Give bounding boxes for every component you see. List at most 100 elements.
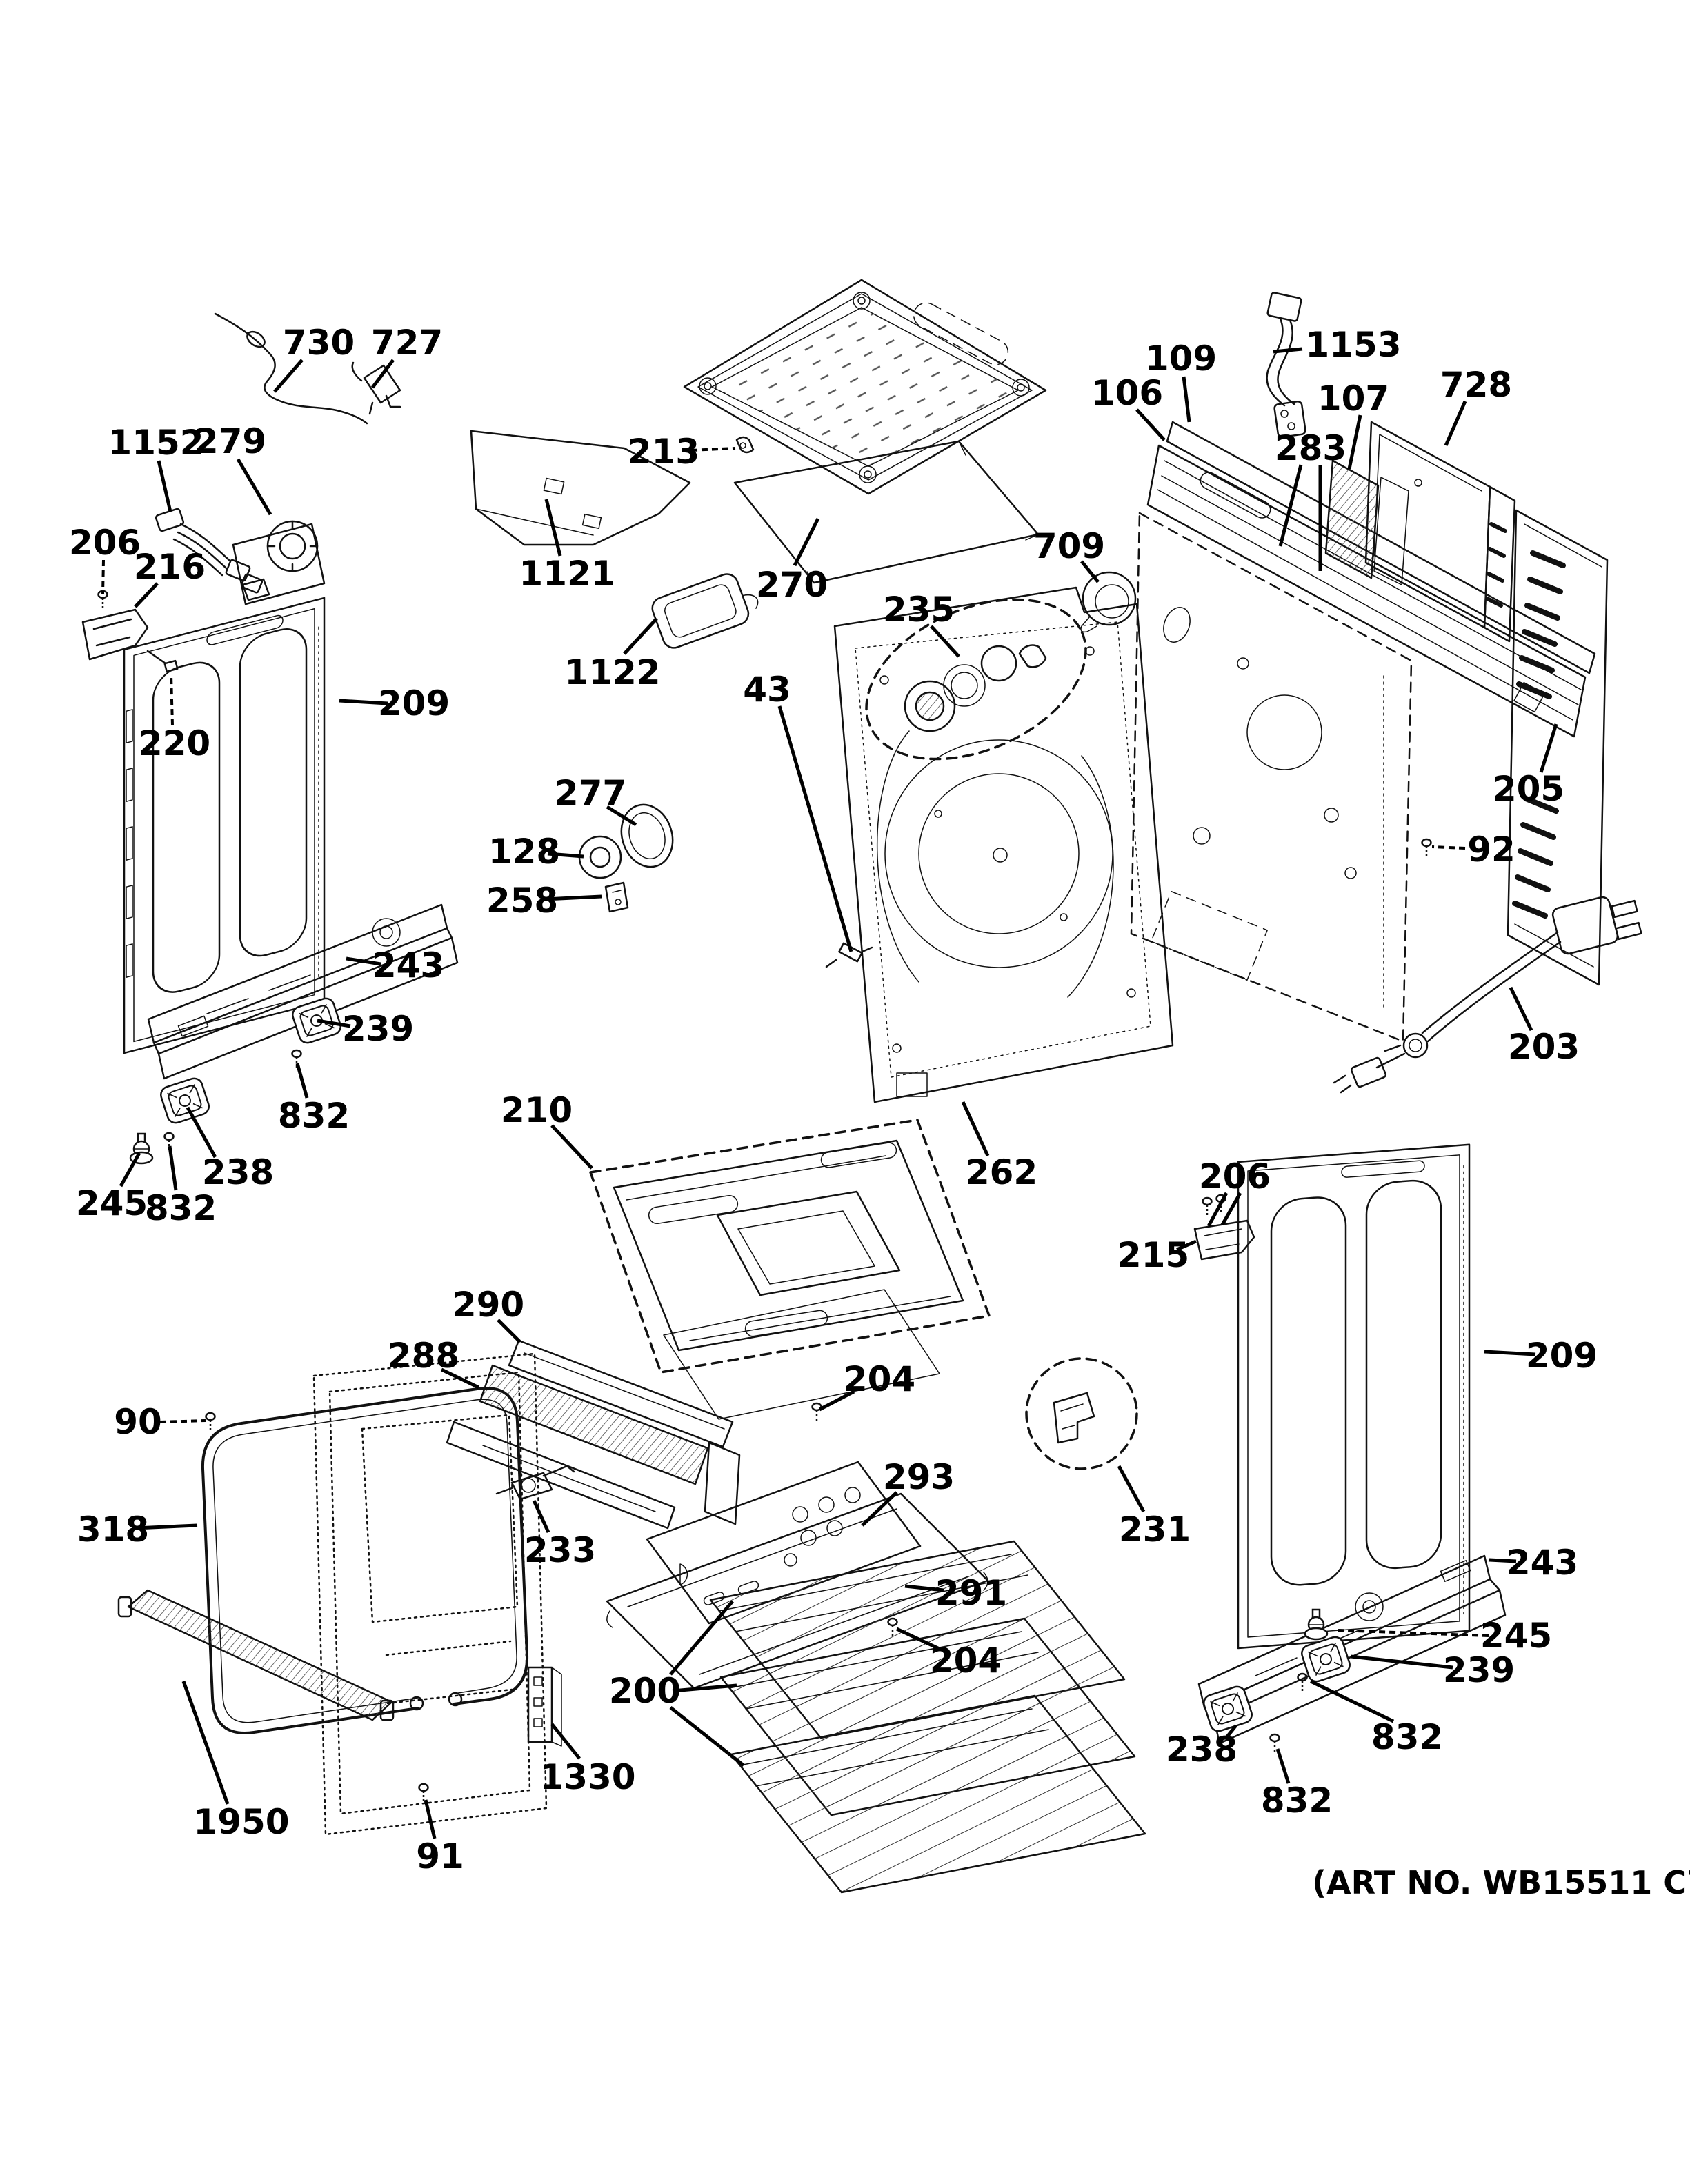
bracket-258	[604, 881, 629, 913]
leader-43	[777, 705, 853, 952]
callout-209-right: 209	[1526, 1336, 1598, 1376]
callout-107: 107	[1318, 379, 1389, 419]
callout-288: 288	[388, 1336, 459, 1376]
callout-205: 205	[1493, 769, 1564, 809]
callout-215: 215	[1117, 1235, 1189, 1275]
callout-209-left: 209	[378, 683, 450, 723]
leader-277	[606, 805, 637, 827]
foot-238-right	[1200, 1683, 1255, 1734]
igniter-electrode-43	[825, 942, 873, 968]
leveler-245-left	[129, 1132, 154, 1165]
screw-832-c	[1297, 1672, 1308, 1694]
callout-245-left: 245	[76, 1183, 148, 1223]
leader-832-b	[168, 1145, 178, 1191]
callout-709: 709	[1033, 526, 1105, 566]
callout-290: 290	[453, 1285, 524, 1325]
callout-727: 727	[371, 323, 443, 363]
bracket-1330	[527, 1666, 562, 1747]
callout-204-a: 204	[844, 1359, 915, 1399]
leader-200	[669, 1706, 745, 1767]
gasket-ring-277	[620, 803, 674, 868]
leader-245-right	[1338, 1629, 1489, 1637]
control-panel-support-106	[1146, 444, 1587, 738]
callout-1950: 1950	[193, 1802, 289, 1842]
leader-709	[1080, 560, 1100, 583]
leader-206-right	[1220, 1192, 1242, 1226]
leader-91	[424, 1799, 437, 1839]
leader-106	[1135, 408, 1166, 441]
leader-243-left	[346, 956, 381, 966]
screw-92	[1421, 838, 1432, 859]
bottom-rail-left-243	[147, 903, 459, 1080]
leader-216	[134, 582, 159, 608]
screw-clip-213	[735, 436, 755, 454]
oven-racks-200	[709, 1540, 1146, 1894]
leader-1950	[181, 1681, 230, 1805]
callout-109: 109	[1145, 339, 1217, 379]
callout-270: 270	[756, 565, 828, 605]
burner-cover-1122	[651, 573, 759, 649]
screw-90	[205, 1412, 216, 1433]
leader-318	[135, 1523, 198, 1530]
leader-243-right	[1488, 1558, 1517, 1563]
leader-245-left	[119, 1152, 141, 1188]
callout-832-c: 832	[1371, 1717, 1443, 1757]
leader-832-c	[1309, 1679, 1395, 1723]
callout-43: 43	[743, 670, 791, 710]
bracket-216	[81, 608, 149, 661]
rear-body-panel	[1130, 512, 1413, 1043]
leader-1152	[157, 460, 172, 512]
leader-283	[1278, 464, 1303, 547]
leader-107	[1347, 414, 1362, 470]
callout-243-left: 243	[372, 945, 444, 985]
oven-cavity-panel-262	[833, 586, 1174, 1103]
wire-harness-1153	[1266, 292, 1306, 439]
insulation-sheet-lower	[663, 1289, 940, 1420]
leader-233	[532, 1499, 550, 1534]
callout-730: 730	[283, 323, 355, 363]
callout-1153: 1153	[1305, 325, 1401, 365]
leader-270	[793, 517, 820, 567]
callout-235: 235	[883, 590, 955, 630]
leader-262	[961, 1101, 990, 1157]
leader-210	[550, 1124, 593, 1170]
leader-206-right	[1206, 1192, 1229, 1228]
callout-91: 91	[416, 1836, 464, 1876]
leader-200	[672, 1683, 737, 1693]
callout-832-d: 832	[1261, 1781, 1333, 1821]
screw-206-right-1	[1202, 1196, 1213, 1218]
rear-cover-728	[1364, 421, 1516, 643]
callout-291: 291	[935, 1573, 1007, 1613]
leader-1122	[623, 617, 658, 655]
callout-1152: 1152	[108, 423, 203, 463]
screw-204-a	[811, 1402, 822, 1423]
leader-213	[690, 447, 736, 452]
leader-220	[170, 674, 174, 726]
callout-1330: 1330	[539, 1757, 635, 1797]
art-no-text: (ART NO. WB15511 C7)	[1312, 1864, 1690, 1901]
igniter-727	[351, 361, 401, 415]
callout-210: 210	[501, 1090, 573, 1130]
control-board-107	[1324, 459, 1409, 585]
callout-243-right: 243	[1507, 1543, 1578, 1583]
leader-727	[371, 359, 395, 389]
leader-728	[1444, 400, 1467, 447]
callout-238-left: 238	[202, 1152, 274, 1192]
insulation-sheet-270	[733, 440, 1040, 584]
leader-204-a	[818, 1390, 855, 1412]
callout-293: 293	[883, 1457, 955, 1497]
clip-nut-220	[146, 650, 179, 673]
leader-215	[1176, 1239, 1197, 1252]
leader-239-right	[1350, 1654, 1453, 1670]
callout-233: 233	[524, 1530, 596, 1570]
callout-1121: 1121	[519, 554, 615, 594]
leader-238-right	[1224, 1724, 1237, 1741]
callout-206-left: 206	[69, 523, 141, 563]
oven-bottom-group-210	[589, 1119, 991, 1374]
leader-128	[547, 852, 584, 859]
latch-switch-233	[495, 1465, 575, 1501]
bake-element-support-290	[508, 1339, 734, 1448]
callout-832-a: 832	[278, 1096, 350, 1136]
